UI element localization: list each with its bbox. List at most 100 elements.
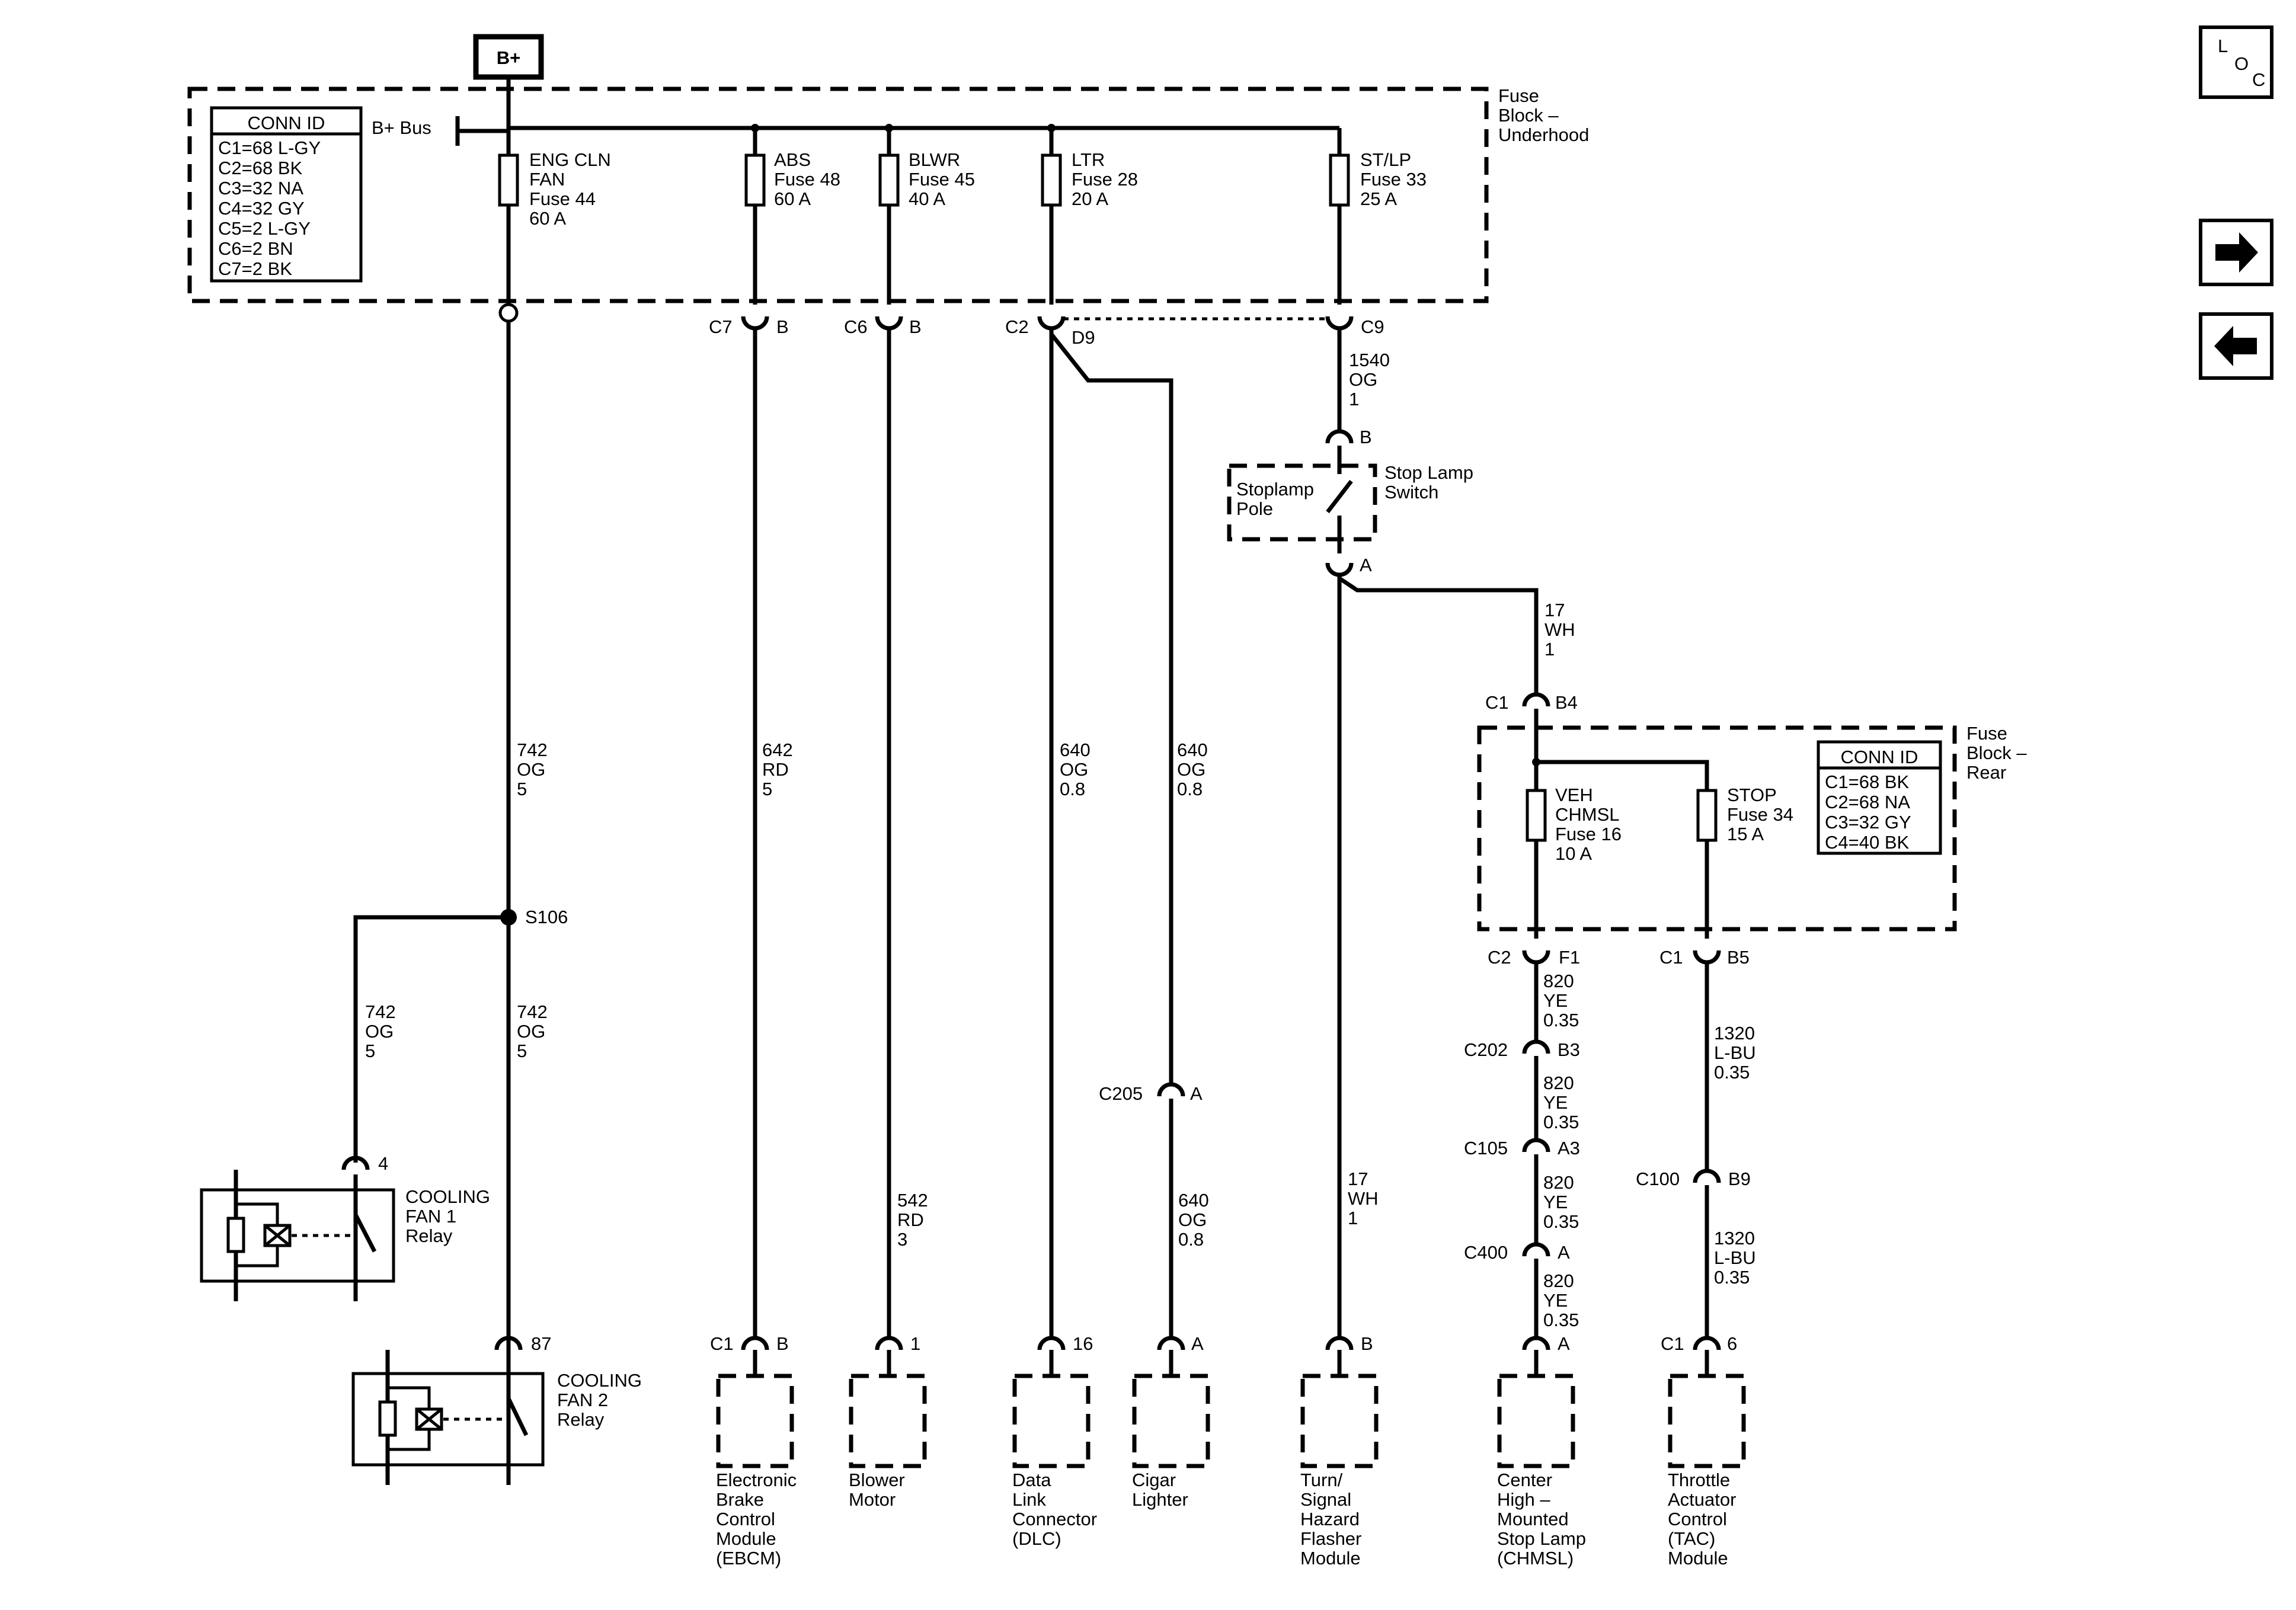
stop-switch-pin-b: B	[1360, 427, 1372, 447]
chmsl-component	[1497, 1374, 1575, 1468]
tac-connector-pin: 6	[1727, 1333, 1737, 1354]
stop-lamp-switch	[1227, 463, 1377, 542]
chmsl-connector-pin: A	[1558, 1333, 1570, 1354]
connector-c2-f1: C2	[1488, 947, 1511, 968]
blower-motor-component	[849, 1374, 927, 1468]
tac-connector-label: C1	[1661, 1333, 1684, 1354]
ebcm-connector-label: C1	[710, 1333, 734, 1354]
connector-c205-pin: A	[1190, 1083, 1203, 1104]
connector-f1-pin: F1	[1559, 947, 1580, 968]
loc-letter-c: C	[2252, 69, 2265, 90]
connector-c2: C2	[1005, 316, 1029, 337]
loc-button[interactable]: L O C	[2199, 25, 2273, 99]
dlc-connector-pin: 16	[1073, 1333, 1093, 1354]
connector-c1-b4: C1	[1485, 692, 1509, 713]
connector-c400-pin: A	[1558, 1242, 1570, 1263]
ebcm-component	[716, 1374, 794, 1468]
connector-c100-pin: B9	[1728, 1169, 1751, 1189]
cigar-lighter-component	[1132, 1374, 1210, 1468]
connector-c205: C205	[1099, 1083, 1143, 1104]
power-source-b-plus: B+	[473, 34, 544, 80]
connector-b4-pin: B4	[1555, 692, 1578, 713]
conn-id-rows: C1=68 L-GY C2=68 BK C3=32 NA C4=32 GY C5…	[218, 137, 325, 279]
connector-c400: C400	[1464, 1242, 1508, 1263]
conn-id-title: CONN ID	[248, 113, 325, 133]
splice-label: S106	[525, 907, 568, 927]
conn-id-table-underhood: CONN ID C1=68 L-GY C2=68 BK C3=32 NA C4=…	[210, 106, 363, 283]
loc-letter-o: O	[2234, 53, 2249, 74]
connector-c6: C6	[844, 316, 868, 337]
dlc-component	[1012, 1374, 1091, 1468]
relay1-pin-label: 4	[378, 1153, 388, 1174]
connector-d9-pin: D9	[1072, 327, 1095, 348]
connector-eyelet	[498, 303, 519, 323]
connector-c100: C100	[1636, 1169, 1680, 1189]
connector-c202-pin: B3	[1558, 1039, 1580, 1060]
connector-c105: C105	[1464, 1138, 1508, 1158]
connector-c105-pin: A3	[1558, 1138, 1580, 1158]
fuse-block-underhood: Fuse Block – Underhood CONN ID C1=68 L-G…	[187, 77, 1589, 305]
previous-page-button[interactable]	[2199, 312, 2273, 380]
turn-signal-flasher-component	[1300, 1374, 1379, 1468]
connector-b5-pin: B5	[1727, 947, 1750, 968]
arrow-left-icon	[2214, 326, 2257, 366]
connector-c7: C7	[709, 316, 733, 337]
conn-id-title-rear: CONN ID	[1841, 747, 1918, 767]
fuse-block-underhood-label: Fuse Block – Underhood	[1498, 85, 1589, 145]
connector-c7-pin: B	[776, 316, 789, 337]
next-page-button[interactable]	[2199, 219, 2273, 286]
tac-module-component	[1668, 1374, 1746, 1468]
ebcm-connector-pin: B	[776, 1333, 789, 1354]
flasher-connector-pin: B	[1361, 1333, 1373, 1354]
